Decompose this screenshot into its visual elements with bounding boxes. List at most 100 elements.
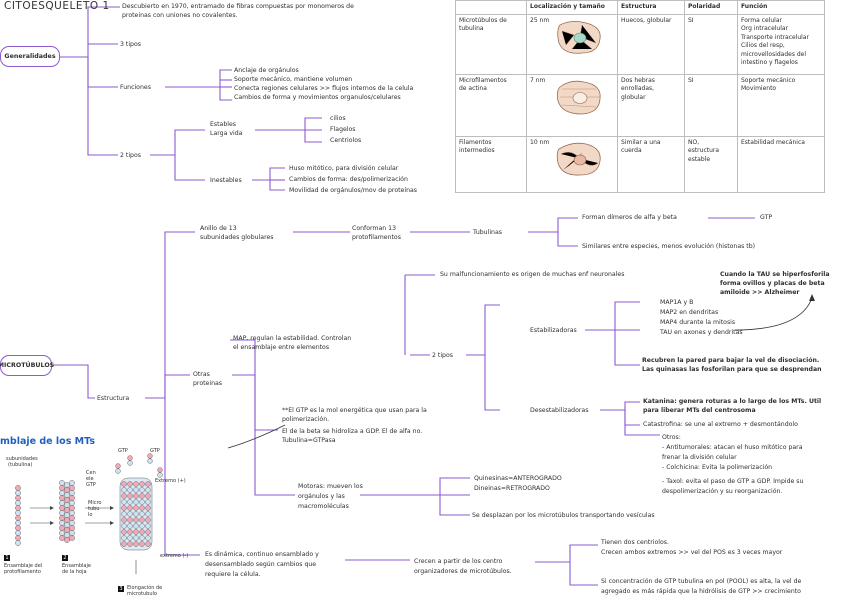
fig-label-gtp: GTP: [118, 448, 128, 454]
fig-label-subunidades: (tubulina): [8, 462, 33, 468]
otros-title: Otros:: [662, 434, 681, 441]
inestables-label: Inestables: [210, 177, 242, 184]
descubierto-line-2: proteinas con uniones no covalentes.: [122, 12, 238, 19]
concentracion-line: agregado es más rápida que la hidrólisis…: [601, 588, 801, 595]
katanina-line-2: para liberar MTs del centrosoma: [643, 407, 756, 414]
gtp-note-line: Tubulina=GTPasa: [282, 437, 336, 444]
crecen-line: Crecen a partir de los centro: [414, 558, 503, 565]
larga-vida-label: Larga vida: [210, 130, 243, 137]
funcion-item: Cambios de forma y movimientos organulos…: [234, 94, 401, 101]
funciones-label: Funciones: [120, 84, 151, 91]
dinamica-line: desensamblado según cambios que: [205, 561, 317, 568]
map-list-item: MAP1A y B: [660, 299, 694, 306]
page-title: CITOESQUELETO 1: [4, 0, 110, 12]
table-header: [455, 0, 527, 15]
table-cell-polaridad: SI: [684, 13, 738, 75]
comparison-table: Localización y tamaño Estructura Polarid…: [455, 0, 825, 193]
otros-item: frenar la división celular: [662, 454, 737, 461]
concentracion-line: Si concentración de GTP tubulina en pol …: [601, 578, 802, 585]
anillo-line-2: subunidades globulares: [200, 234, 274, 241]
caption-number: 2: [62, 555, 68, 561]
fig-label-extremo-minus: extremo (-): [160, 553, 189, 559]
estables-item: cilios: [330, 115, 346, 122]
conforman-line-1: Conforman 13: [352, 225, 397, 232]
inestables-item: Huso mitótico, para división celular: [289, 165, 399, 172]
estabilizadoras-label: Estabilizadoras: [530, 327, 577, 334]
katanina-line-1: Katanina: genera roturas a lo largo de l…: [643, 398, 822, 405]
node-microtubulos: MICROTÚBULOS: [0, 355, 54, 376]
descubierto-line-1: Descubierto en 1970, entramado de fibras…: [122, 3, 354, 10]
estables-item: Centriolos: [330, 137, 362, 144]
similares-text: Similares entre especies, menos evolució…: [582, 243, 756, 250]
motoras-line-3: macromoléculas: [298, 503, 349, 510]
cell-illustration: [557, 21, 601, 54]
table-cell-size: 10 nm: [526, 135, 618, 193]
estructura-label: Estructura: [97, 395, 130, 402]
map-regulan-line-2: el ensamblaje entre elementos: [233, 344, 330, 351]
dinamica-line: Es dinámica, continuo ensamblado y: [205, 551, 319, 558]
gtp-note-line: polimerización.: [282, 416, 330, 423]
tau-line-3: amiloide >> Alzheimer: [720, 289, 800, 296]
funcion-item: Anclaje de orgánulos: [234, 67, 299, 74]
conforman-line-2: protofilamentos: [352, 234, 401, 241]
gtp-label: GTP: [760, 214, 773, 221]
caption-text: Elongación de: [127, 585, 163, 591]
map-regulan-line-1: MAP, regulan la estabilidad. Controlan: [233, 335, 352, 342]
map-list-item: MAP4 durante la mitosis: [660, 319, 736, 326]
otros-item: - Antitumorales: atacan el huso mitótico…: [662, 444, 803, 451]
caption-text: Ensamblaje: [62, 563, 91, 569]
mal-funcionamiento-text: Su malfuncionamiento es origen de muchas…: [440, 271, 625, 278]
estables-label: Estables: [210, 121, 237, 128]
node-generalidades: Generalidades: [0, 46, 60, 67]
tubulinas-label: Tubulinas: [473, 229, 502, 236]
funcion-item: Conecta regiones celulares >> flujos int…: [234, 85, 414, 92]
fig-label-centro: Cen: [86, 470, 96, 476]
cell-illustration: [556, 142, 601, 176]
caption-text: Ensamblaje del: [4, 563, 43, 569]
desestabilizadoras-label: Desestabilizadoras: [530, 407, 589, 414]
otras-proteinas-line-1: Otras: [193, 371, 210, 378]
otros-item: - Taxol: evita el paso de GTP a GDP. Imp…: [662, 478, 804, 485]
table-header-row: Localización y tamaño Estructura Polarid…: [455, 0, 825, 15]
table-cell-funcion: Estabilidad mecánica: [737, 135, 825, 193]
otras-proteinas-line-2: proteinas: [193, 380, 223, 387]
recubren-line-2: Las quinasas las fosforilan para que se …: [642, 366, 822, 373]
otros-item: despolimerización y su reorganización.: [662, 488, 783, 495]
fig-label-centro: ele: [86, 476, 94, 482]
fig-label-centro: GTP: [86, 482, 96, 488]
table-cell-polaridad: SI: [684, 73, 738, 137]
tienen-line: Crecen ambos extremos >> vel del POS es …: [601, 549, 783, 556]
tres-tipos-label: 3 tipos: [120, 41, 141, 48]
dos-tipos-label: 2 tipos: [120, 152, 141, 159]
caption-number: 3: [118, 586, 124, 592]
table-cell-size: 25 nm: [526, 13, 618, 75]
fig-label-extremo-plus: Extremo (+): [155, 478, 186, 484]
microtubule-assembly-illustration: [15, 453, 163, 574]
dimeros-text: Forman dímeros de alfa y beta: [582, 214, 677, 221]
inestables-item: Movilidad de orgánulos/mov de proteínas: [289, 187, 418, 194]
tau-line-2: forma ovillos y placas de beta: [720, 280, 825, 287]
catastrofina-text: Catastrofina: se une al extremo + desmon…: [643, 421, 798, 428]
dos-tipos-mt-label: 2 tipos: [432, 352, 453, 359]
recubren-line-1: Recubren la pared para bajar la vel de d…: [642, 357, 820, 364]
gtp-note-line: El de la beta se hidroliza a GDP. El de …: [282, 428, 423, 435]
inestables-item: Cambios de forma: des/polimerización: [289, 176, 408, 183]
caption-text: protofilamento: [4, 569, 41, 575]
tienen-line: Tienen dos centriolos.: [601, 539, 669, 546]
map-list-item: TAU en axones y dendritas: [660, 329, 743, 336]
table-header: Polaridad: [684, 0, 738, 15]
gtp-note-line: **El GTP es la mol energética que usan p…: [282, 407, 427, 414]
tau-line-1: Cuando la TAU se hiperfosforila: [720, 271, 830, 278]
table-cell-estructura: Huecos, globular: [617, 13, 685, 75]
fig-label-subunidades: subunidades: [6, 456, 38, 462]
crecen-line: organizadores de microtúbulos.: [414, 568, 512, 575]
motoras-line-1: Motoras: mueven los: [298, 483, 363, 490]
quinesinas-text: Quinesinas=ANTEROGRADO: [474, 475, 562, 482]
